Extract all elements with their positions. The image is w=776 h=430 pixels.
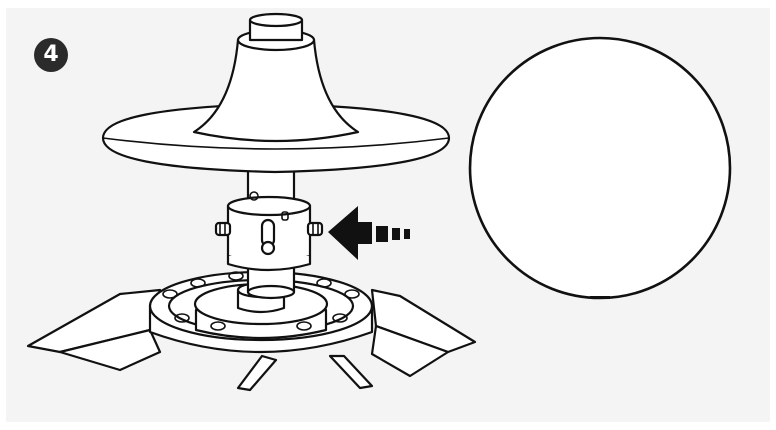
canopy-cover: [101, 12, 451, 201]
fan-motor-base: [26, 270, 477, 392]
direction-arrow-icon: [328, 206, 410, 260]
downrod-coupler: [214, 195, 324, 272]
step-number-badge: 4: [34, 38, 68, 72]
set-screw-right: [306, 221, 324, 237]
detail-magnifier: [468, 36, 732, 300]
set-screw-left: [214, 221, 232, 237]
